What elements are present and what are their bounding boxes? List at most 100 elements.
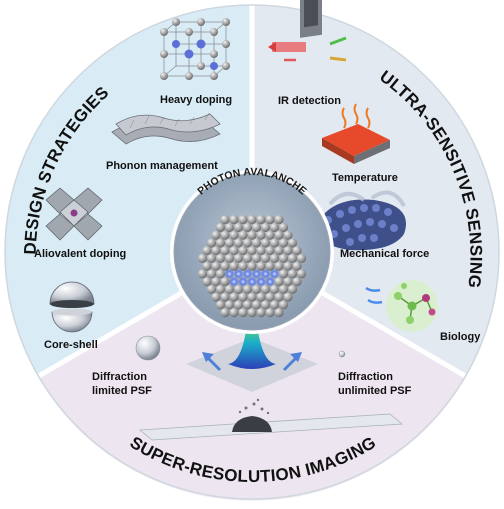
lattice-atom <box>283 292 293 302</box>
lattice-atom <box>283 277 293 287</box>
lattice-atom <box>265 292 275 302</box>
lattice-atom <box>256 215 266 225</box>
lattice-atom <box>292 277 302 287</box>
lattice-atom <box>274 230 284 240</box>
lattice-atom <box>224 284 235 294</box>
lattice-atom <box>224 238 235 248</box>
biology-label: Biology <box>440 331 481 343</box>
lattice-atom <box>224 253 235 263</box>
perovskite-octahedra-icon <box>45 187 103 241</box>
lattice-atom <box>251 222 262 233</box>
heavy-doping-label: Heavy doping <box>160 94 232 106</box>
lattice-atom <box>229 261 239 271</box>
lattice-atom <box>274 292 284 302</box>
lattice-atom <box>251 238 262 248</box>
lattice-atom <box>260 238 271 248</box>
lattice-atom <box>247 215 257 225</box>
lattice-atom <box>296 269 307 279</box>
lattice-atom <box>242 222 253 233</box>
phonon-sheet-icon <box>111 112 221 145</box>
heating-plate-icon <box>322 103 390 164</box>
lattice-atom <box>265 308 275 318</box>
outer-ring <box>4 4 500 500</box>
lattice-atom <box>224 222 235 233</box>
lattice-atom <box>283 230 293 240</box>
lattice-atom <box>256 292 266 302</box>
lattice-atom <box>269 253 280 263</box>
mechanical-force-label: Mechanical force <box>340 248 429 260</box>
lattice-atom <box>215 284 226 294</box>
lattice-atom <box>247 230 257 240</box>
lattice-atom <box>292 261 302 271</box>
lattice-atom <box>287 284 298 294</box>
excited-ion <box>247 277 257 287</box>
core-shell-label: Core-shell <box>44 339 98 351</box>
lattice-atom <box>287 269 298 279</box>
lattice-atom <box>238 308 248 318</box>
arrow-left-icon <box>202 352 222 372</box>
lattice-atom <box>260 284 271 294</box>
ir-laser-icon <box>268 0 347 62</box>
lattice-atom <box>265 215 275 225</box>
lattice-atom <box>233 300 244 310</box>
lattice-atom <box>238 230 248 240</box>
lattice-atom <box>233 253 244 263</box>
lattice-atom <box>211 230 221 240</box>
small-particle-icon <box>338 350 346 358</box>
lattice-atom <box>211 292 221 302</box>
lattice-atom <box>220 292 230 302</box>
lattice-atom <box>202 246 212 256</box>
lattice-atom <box>206 253 217 263</box>
lattice-atom <box>278 300 289 310</box>
lattice-atom <box>274 277 284 287</box>
lattice-atom <box>256 261 266 271</box>
lattice-atom <box>197 253 208 263</box>
lattice-atom <box>211 246 221 256</box>
lattice-atom <box>238 292 248 302</box>
aliovalent-doping-label: Aliovalent doping <box>34 248 126 260</box>
lattice-atom <box>260 300 271 310</box>
excited-ion <box>224 269 235 279</box>
lattice-atom <box>292 246 302 256</box>
lattice-atom <box>215 238 226 248</box>
excited-ion <box>265 277 275 287</box>
lattice-atom <box>269 222 280 233</box>
diffraction-unlimited-label-2: unlimited PSF <box>338 385 412 397</box>
lattice-atom <box>296 253 307 263</box>
diffraction-limited-label-2: limited PSF <box>92 385 152 397</box>
excited-ion <box>269 269 280 279</box>
lattice-atom <box>274 246 284 256</box>
lattice-atom <box>206 284 217 294</box>
lattice-atom <box>233 222 244 233</box>
lattice-atom <box>233 284 244 294</box>
lattice-atom <box>220 215 230 225</box>
lattice-atom <box>215 253 226 263</box>
lattice-atom <box>202 277 212 287</box>
lattice-atom <box>274 261 284 271</box>
lattice-atom <box>206 269 217 279</box>
nanoparticle-sphere-icon <box>135 335 161 361</box>
lattice-atom <box>242 284 253 294</box>
lattice-atom <box>229 292 239 302</box>
lattice-atom <box>233 238 244 248</box>
excited-ion <box>256 277 266 287</box>
lattice-atom <box>197 269 208 279</box>
lattice-atom <box>269 300 280 310</box>
lattice-atom <box>215 269 226 279</box>
lattice-atom <box>278 238 289 248</box>
lattice-atom <box>247 246 257 256</box>
lattice-atom <box>220 261 230 271</box>
lattice-atom <box>265 261 275 271</box>
lattice-atom <box>251 300 262 310</box>
lattice-atom <box>269 284 280 294</box>
lattice-atom <box>247 261 257 271</box>
lattice-atom <box>265 230 275 240</box>
lattice-atom <box>274 215 284 225</box>
lattice-atom <box>278 269 289 279</box>
core-shell-sphere-icon <box>49 281 95 333</box>
lattice-atom <box>251 253 262 263</box>
lattice-atom <box>238 261 248 271</box>
microscope-slide-icon <box>138 398 404 441</box>
lattice-atom <box>287 238 298 248</box>
